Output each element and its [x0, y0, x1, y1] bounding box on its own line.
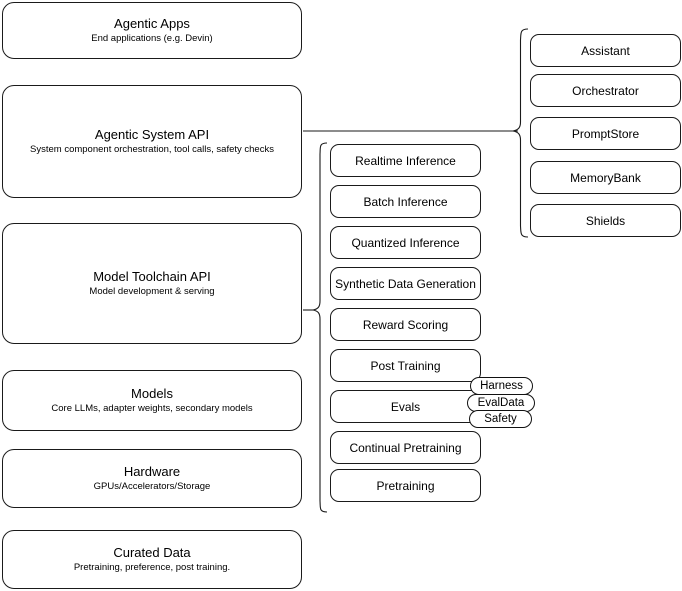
- component-orchestrator[interactable]: Orchestrator: [530, 74, 681, 107]
- layer-title: Hardware: [123, 464, 181, 479]
- layer-subtitle: Pretraining, preference, post training.: [73, 562, 231, 573]
- component-synthetic-data-generation[interactable]: Synthetic Data Generation: [330, 267, 481, 300]
- component-promptstore[interactable]: PromptStore: [530, 117, 681, 150]
- component-batch-inference[interactable]: Batch Inference: [330, 185, 481, 218]
- layer-agentic-apps[interactable]: Agentic Apps End applications (e.g. Devi…: [2, 2, 302, 59]
- layer-subtitle: Core LLMs, adapter weights, secondary mo…: [51, 403, 253, 414]
- component-continual-pretraining[interactable]: Continual Pretraining: [330, 431, 481, 464]
- layer-models[interactable]: Models Core LLMs, adapter weights, secon…: [2, 370, 302, 431]
- layer-hardware[interactable]: Hardware GPUs/Accelerators/Storage: [2, 449, 302, 508]
- component-shields[interactable]: Shields: [530, 204, 681, 237]
- eval-subcomponent-safety[interactable]: Safety: [469, 410, 532, 428]
- layer-subtitle: End applications (e.g. Devin): [91, 33, 213, 44]
- component-post-training[interactable]: Post Training: [330, 349, 481, 382]
- eval-subcomponent-harness[interactable]: Harness: [470, 377, 533, 395]
- layer-subtitle: System component orchestration, tool cal…: [30, 144, 274, 155]
- layer-subtitle: GPUs/Accelerators/Storage: [93, 481, 211, 492]
- layer-title: Model Toolchain API: [93, 269, 211, 284]
- layer-agentic-system-api[interactable]: Agentic System API System component orch…: [2, 85, 302, 198]
- component-reward-scoring[interactable]: Reward Scoring: [330, 308, 481, 341]
- layer-title: Curated Data: [113, 545, 191, 560]
- system-components-brace: [512, 28, 529, 238]
- layer-title: Agentic System API: [94, 127, 210, 142]
- layer-title: Agentic Apps: [114, 16, 190, 31]
- toolchain-components-brace: [312, 142, 328, 513]
- component-pretraining[interactable]: Pretraining: [330, 469, 481, 502]
- layer-title: Models: [131, 386, 173, 401]
- layer-subtitle: Model development & serving: [89, 286, 215, 297]
- component-assistant[interactable]: Assistant: [530, 34, 681, 67]
- component-quantized-inference[interactable]: Quantized Inference: [330, 226, 481, 259]
- layer-model-toolchain-api[interactable]: Model Toolchain API Model development & …: [2, 223, 302, 344]
- component-memorybank[interactable]: MemoryBank: [530, 161, 681, 194]
- layer-curated-data[interactable]: Curated Data Pretraining, preference, po…: [2, 530, 302, 589]
- component-evals[interactable]: Evals: [330, 390, 481, 423]
- component-realtime-inference[interactable]: Realtime Inference: [330, 144, 481, 177]
